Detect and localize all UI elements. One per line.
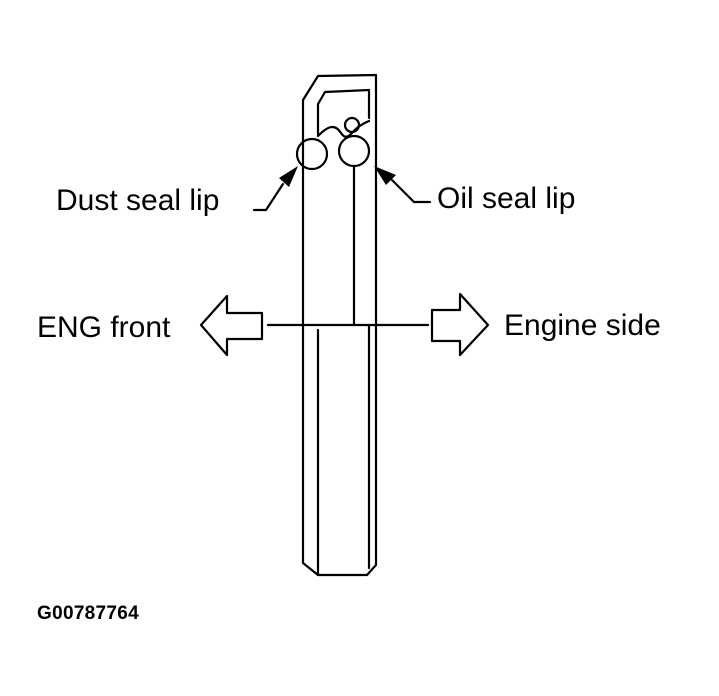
oil-seal-lip-label: Oil seal lip xyxy=(437,182,576,215)
seal-lip-contour xyxy=(316,119,371,138)
dust-seal-arrowhead-icon xyxy=(279,166,298,187)
oil-seal-lip-marker xyxy=(337,134,371,168)
oil-seal-arrowhead-icon xyxy=(374,166,396,185)
seal-inner-case xyxy=(316,88,371,137)
dust-seal-leader-line xyxy=(252,182,285,212)
oil-seal-leader-line xyxy=(390,178,432,204)
dust-seal-lip-label: Dust seal lip xyxy=(56,184,220,217)
garter-spring xyxy=(343,116,361,134)
seal-body-outline xyxy=(301,73,378,577)
engine-side-arrow-icon xyxy=(430,292,490,357)
engine-side-label: Engine side xyxy=(504,309,661,342)
eng-front-arrow-icon xyxy=(199,294,264,357)
dust-seal-lip-marker xyxy=(295,137,329,171)
eng-front-label: ENG front xyxy=(37,311,171,344)
figure-id-label: G00787764 xyxy=(37,603,140,624)
